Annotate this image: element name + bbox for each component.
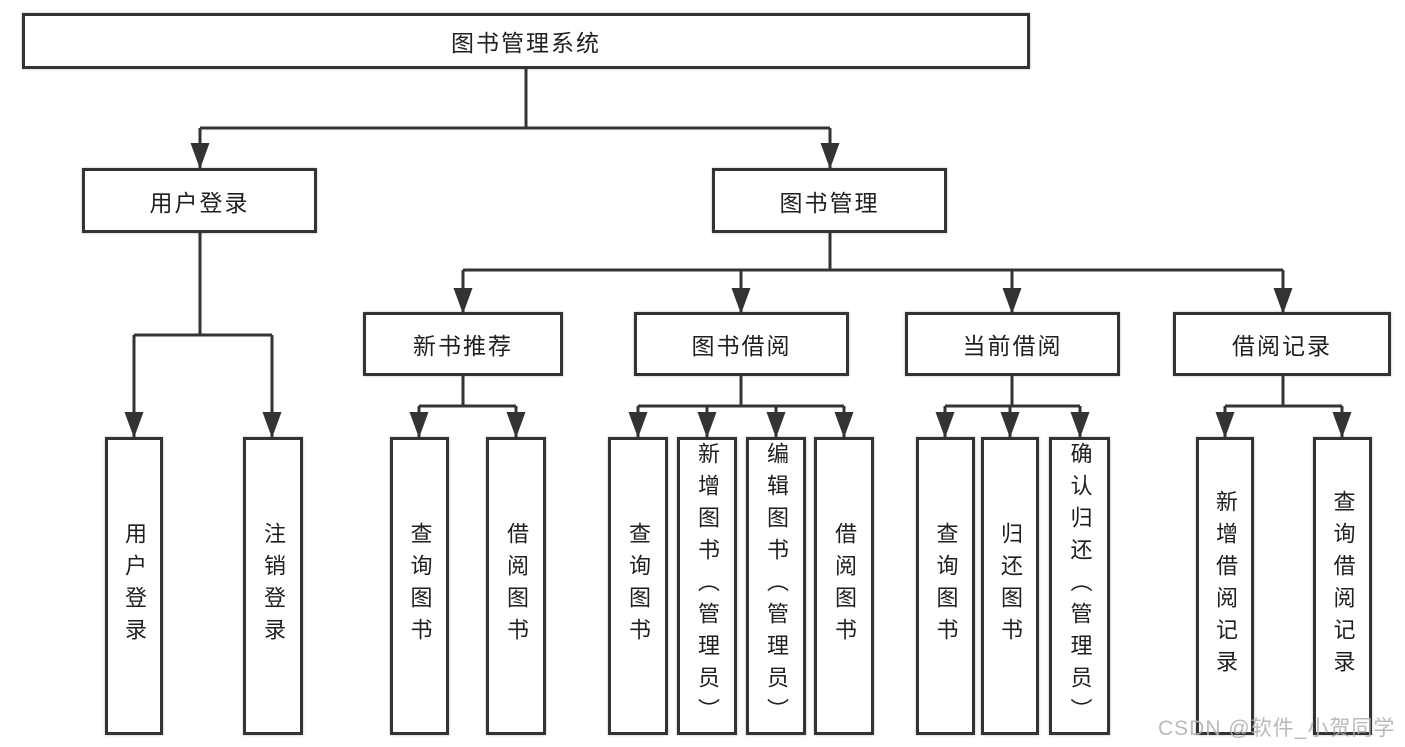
connector-line — [638, 376, 844, 408]
node-add-book-admin: 新增图书（管理员） — [677, 437, 737, 735]
node-book-management: 图书管理 — [712, 168, 947, 233]
node-borrow-books-recommend: 借阅图书 — [486, 437, 546, 735]
node-query-books-borrow: 查询图书 — [608, 437, 668, 735]
node-query-books-current: 查询图书 — [916, 437, 975, 735]
connector-root-to-level2 — [190, 69, 840, 169]
node-label: 查询借阅记录 — [1330, 490, 1356, 682]
node-borrow-books-leaf: 借阅图书 — [814, 437, 874, 735]
connector-borrow-records-children — [1215, 376, 1352, 438]
connector-current-borrow-children — [935, 376, 1090, 438]
connector-line — [200, 69, 830, 130]
node-return-book: 归还图书 — [981, 437, 1039, 735]
node-label: 新增借阅记录 — [1213, 490, 1238, 682]
node-edit-book-admin: 编辑图书（管理员） — [746, 437, 806, 735]
node-label: 当前借阅 — [962, 333, 1063, 359]
connector-book-borrow-children — [628, 376, 854, 438]
node-label: 借阅图书 — [832, 522, 857, 650]
node-label: 借阅记录 — [1232, 333, 1332, 359]
node-user-login: 用户登录 — [82, 168, 317, 233]
node-confirm-return-admin: 确认归还（管理员） — [1049, 437, 1110, 735]
node-label: 确认归还（管理员） — [1067, 442, 1093, 730]
node-add-borrow-record: 新增借阅记录 — [1196, 437, 1254, 735]
connector-line — [945, 376, 1080, 408]
node-label: 用户登录 — [149, 189, 250, 216]
node-label: 注销登录 — [261, 522, 286, 650]
node-logout: 注销登录 — [243, 437, 303, 735]
node-new-book-recommend: 新书推荐 — [363, 312, 563, 376]
node-label: 查询图书 — [933, 522, 959, 650]
node-user-login-leaf: 用户登录 — [105, 437, 163, 735]
connector-line — [419, 376, 516, 408]
connector-book-management-children — [453, 233, 1293, 314]
connector-new-book-children — [409, 376, 526, 438]
node-label: 查询图书 — [626, 522, 651, 650]
connector-user-login-children — [124, 233, 282, 438]
node-label: 借阅图书 — [504, 522, 529, 650]
node-query-borrow-record: 查询借阅记录 — [1313, 437, 1372, 735]
node-label: 新增图书（管理员） — [695, 442, 720, 730]
node-book-borrowing: 图书借阅 — [634, 312, 849, 376]
node-query-books-recommend: 查询图书 — [390, 437, 449, 735]
node-borrowing-records: 借阅记录 — [1173, 312, 1391, 376]
node-label: 新书推荐 — [413, 333, 513, 359]
connector-line — [463, 233, 1283, 272]
node-label: 图书管理 — [779, 189, 880, 216]
node-label: 归还图书 — [998, 522, 1023, 650]
node-label: 查询图书 — [407, 522, 433, 650]
node-library-management-system: 图书管理系统 — [22, 13, 1030, 69]
connector-line — [1225, 376, 1342, 408]
node-label: 图书管理系统 — [451, 30, 601, 56]
node-label: 图书借阅 — [691, 333, 792, 359]
watermark: CSDN @软件_小贺同学 — [1158, 717, 1396, 740]
node-label: 编辑图书（管理员） — [764, 442, 789, 730]
node-label: 用户登录 — [122, 522, 147, 650]
connector-line — [134, 233, 272, 337]
node-current-borrowing: 当前借阅 — [905, 312, 1120, 376]
